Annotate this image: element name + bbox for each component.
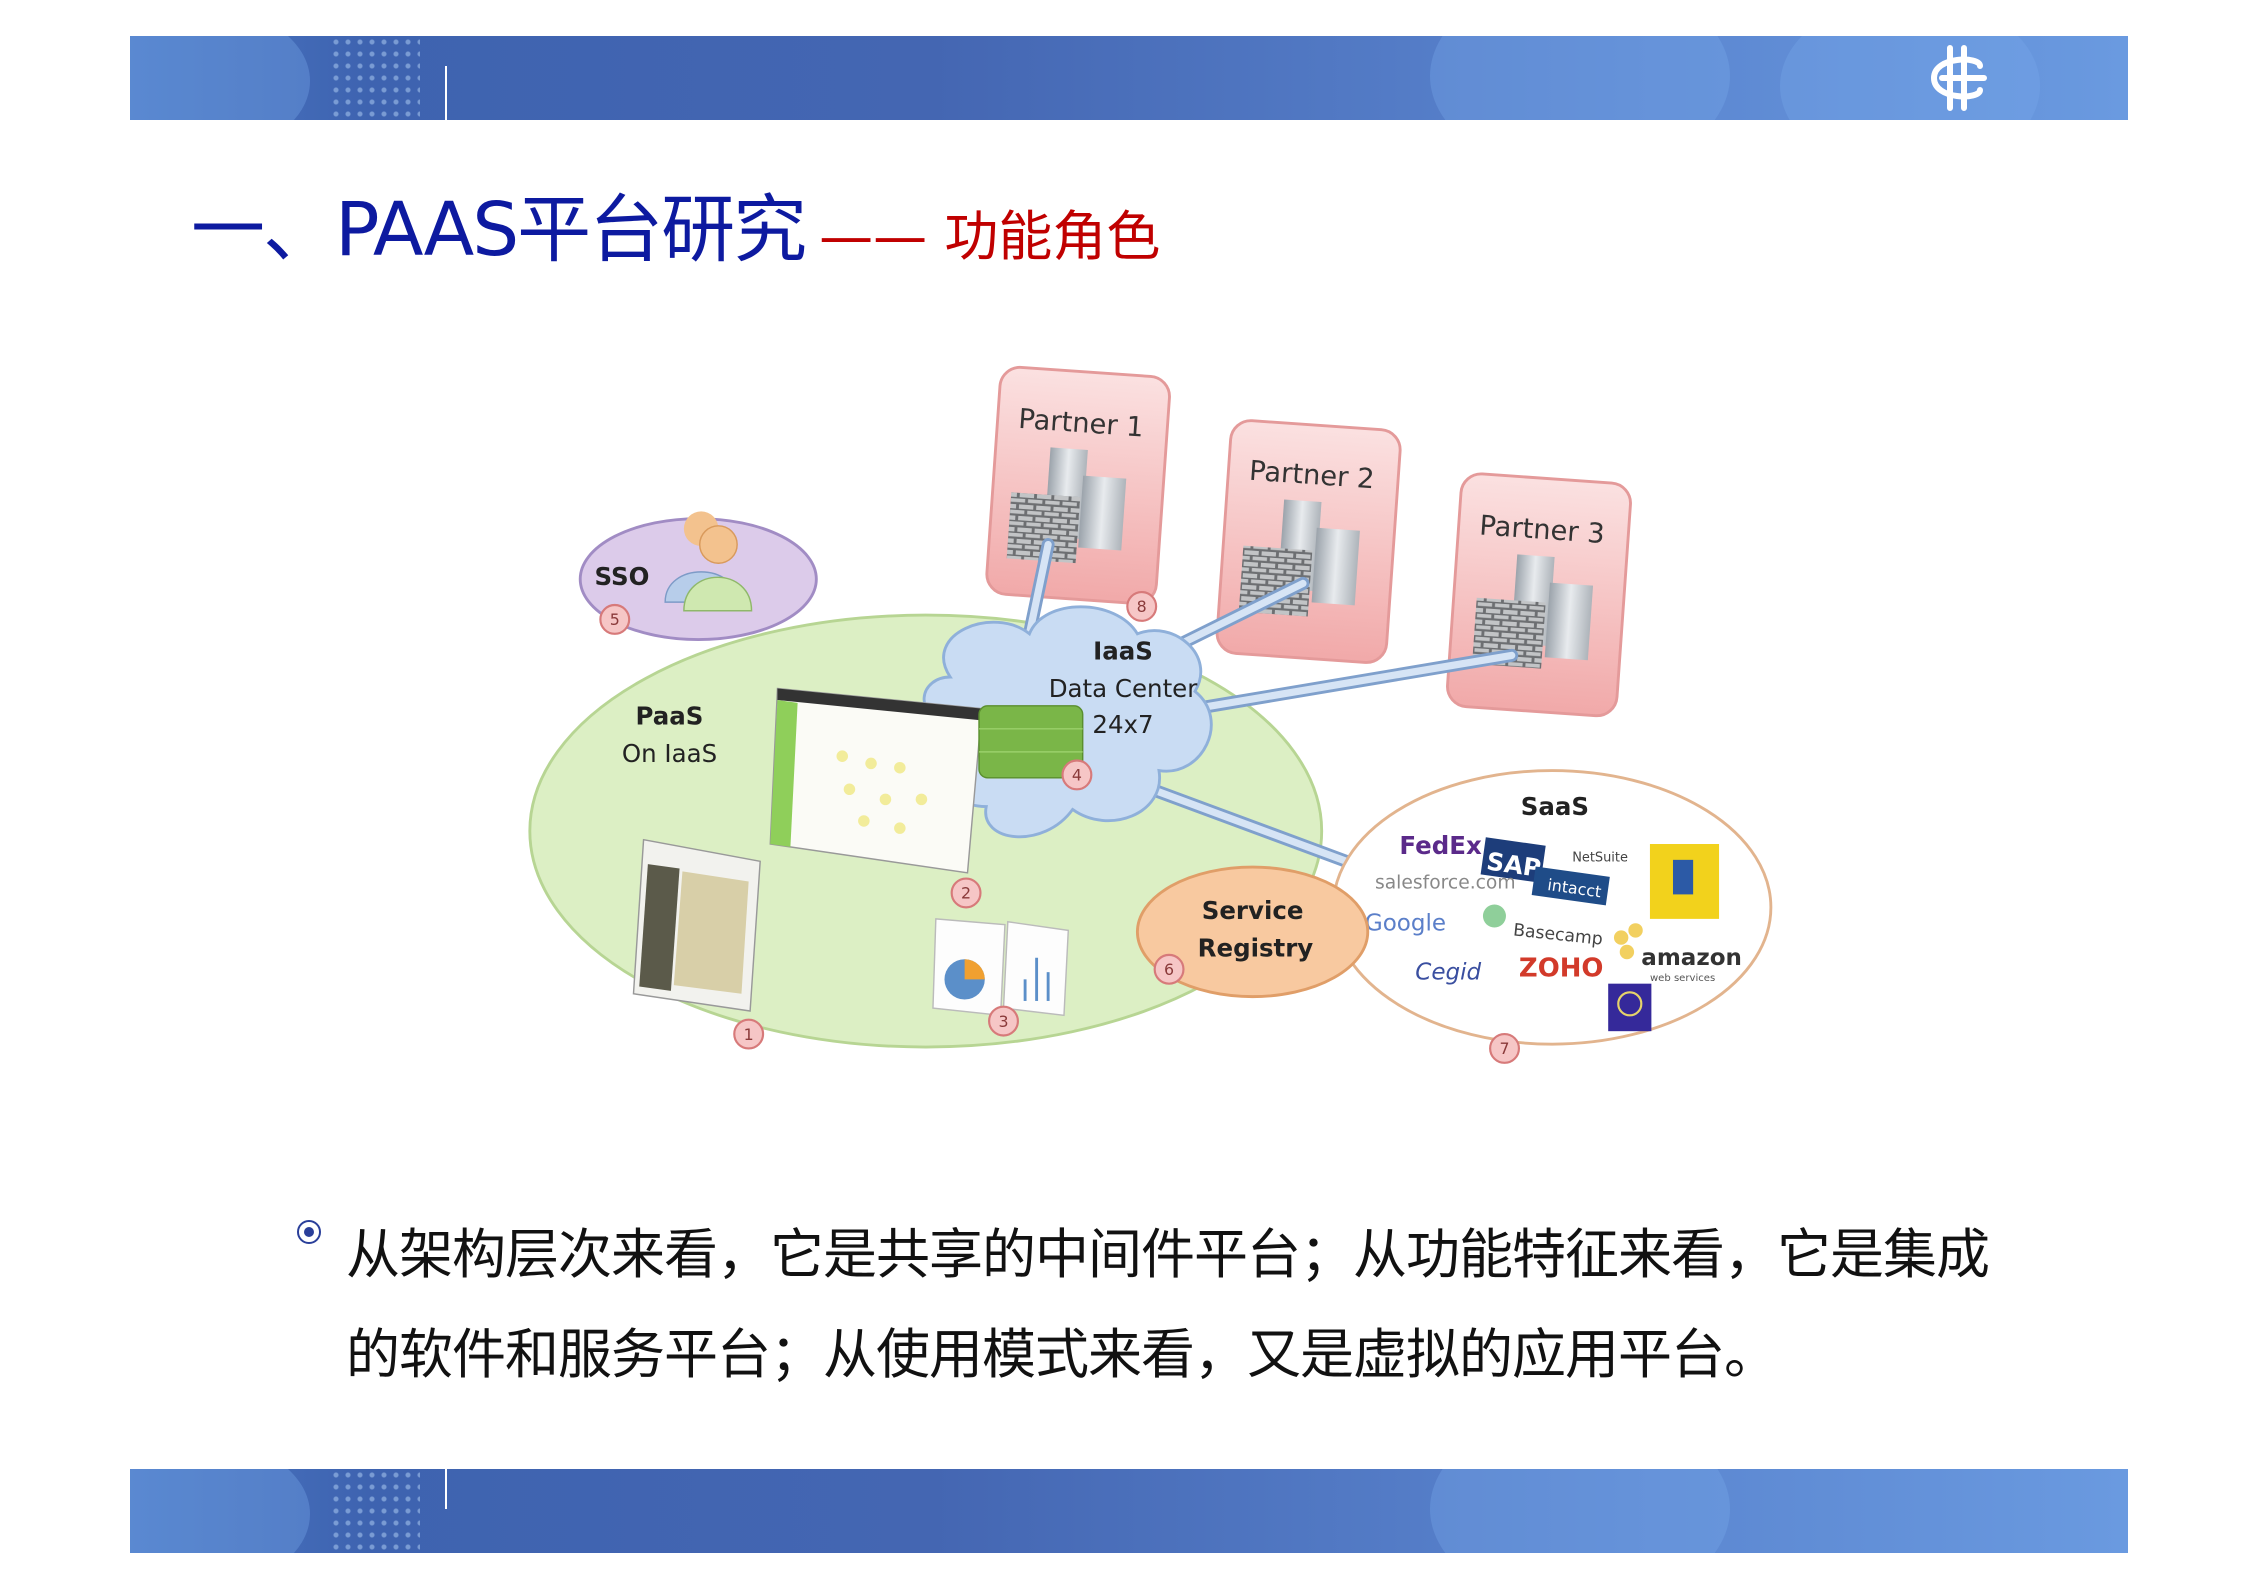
- logo-cegid: Cegid: [1415, 959, 1481, 985]
- users-icon: [664, 511, 753, 612]
- saas-group: SaaS FedEx SAP NetSuite salesforce.com i…: [1331, 769, 1773, 1046]
- badge-label: 7: [1499, 1039, 1509, 1058]
- logo-salesforce: salesforce.com: [1375, 873, 1516, 894]
- badge-label: 4: [1072, 766, 1082, 785]
- iaas-hours-label: 24x7: [1092, 710, 1153, 739]
- chart-screenshots: [932, 918, 1070, 1017]
- badge-7: [1489, 1032, 1521, 1064]
- logo-netsuite: NetSuite: [1572, 850, 1628, 865]
- logo-amazon: amazon: [1641, 945, 1742, 971]
- sso-label: SSO: [594, 562, 649, 591]
- logo-google: Google: [1365, 910, 1446, 936]
- paas-sublabel: On IaaS: [622, 739, 717, 768]
- logo-fedex: FedEx: [1399, 831, 1482, 860]
- bullet-icon: [297, 1220, 321, 1244]
- partner-3: Partner 3: [1446, 472, 1632, 718]
- iaas-datacenter-label: Data Center: [1049, 674, 1198, 703]
- badge-label: 2: [961, 884, 971, 903]
- footer-band: [130, 1469, 2128, 1553]
- bullet-item: 从架构层次来看，它是共享的中间件平台；从功能特征来看，它是集成的软件和服务平台；…: [296, 1205, 2036, 1405]
- badge-label: 1: [744, 1025, 754, 1044]
- database-icon: [978, 705, 1084, 779]
- app-screenshot-1: [632, 838, 761, 1012]
- badge-label: 5: [610, 610, 620, 629]
- saas-label: SaaS: [1521, 792, 1589, 821]
- number-badges: 1 2 3 4 5 6 7 8: [599, 590, 1521, 1064]
- badge-label: 6: [1164, 960, 1174, 979]
- badge-1: [733, 1018, 765, 1050]
- institution-logo-icon: [1930, 45, 1987, 111]
- badge-6: [1153, 953, 1185, 985]
- badge-8: [1126, 590, 1158, 622]
- page-title: 一、PAAS平台研究—— 功能角色: [191, 170, 1160, 277]
- firewall-icon: [1472, 597, 1546, 669]
- service-registry-sublabel: Registry: [1198, 933, 1314, 962]
- iaas-label: IaaS: [1093, 637, 1153, 666]
- firewall-icon: [1238, 545, 1313, 617]
- badge-label: 8: [1137, 597, 1147, 616]
- title-main: 一、PAAS平台研究: [191, 187, 807, 273]
- partner-2: Partner 2: [1215, 419, 1402, 664]
- badge-label: 3: [998, 1012, 1008, 1031]
- logo-zoho: ZOHO: [1519, 953, 1604, 983]
- title-subtitle: —— 功能角色: [819, 205, 1161, 268]
- badge-4: [1061, 759, 1093, 791]
- badge-5: [599, 603, 631, 635]
- app-screenshot-2: [769, 687, 983, 874]
- service-registry: Service Registry: [1135, 865, 1370, 999]
- badge-3: [988, 1005, 1019, 1037]
- paas-label: PaaS: [636, 702, 704, 731]
- sso-group: SSO: [578, 511, 818, 642]
- logo-euro-badge: [1608, 983, 1652, 1032]
- badge-2: [950, 877, 982, 909]
- service-registry-label: Service: [1202, 896, 1304, 925]
- logo-aws: web services: [1650, 973, 1715, 984]
- header-band: [130, 36, 2128, 120]
- firewall-icon: [1006, 492, 1081, 564]
- partner-1: Partner 1: [985, 365, 1171, 605]
- bullet-text: 从架构层次来看，它是共享的中间件平台；从功能特征来看，它是集成的软件和服务平台；…: [346, 1223, 1990, 1386]
